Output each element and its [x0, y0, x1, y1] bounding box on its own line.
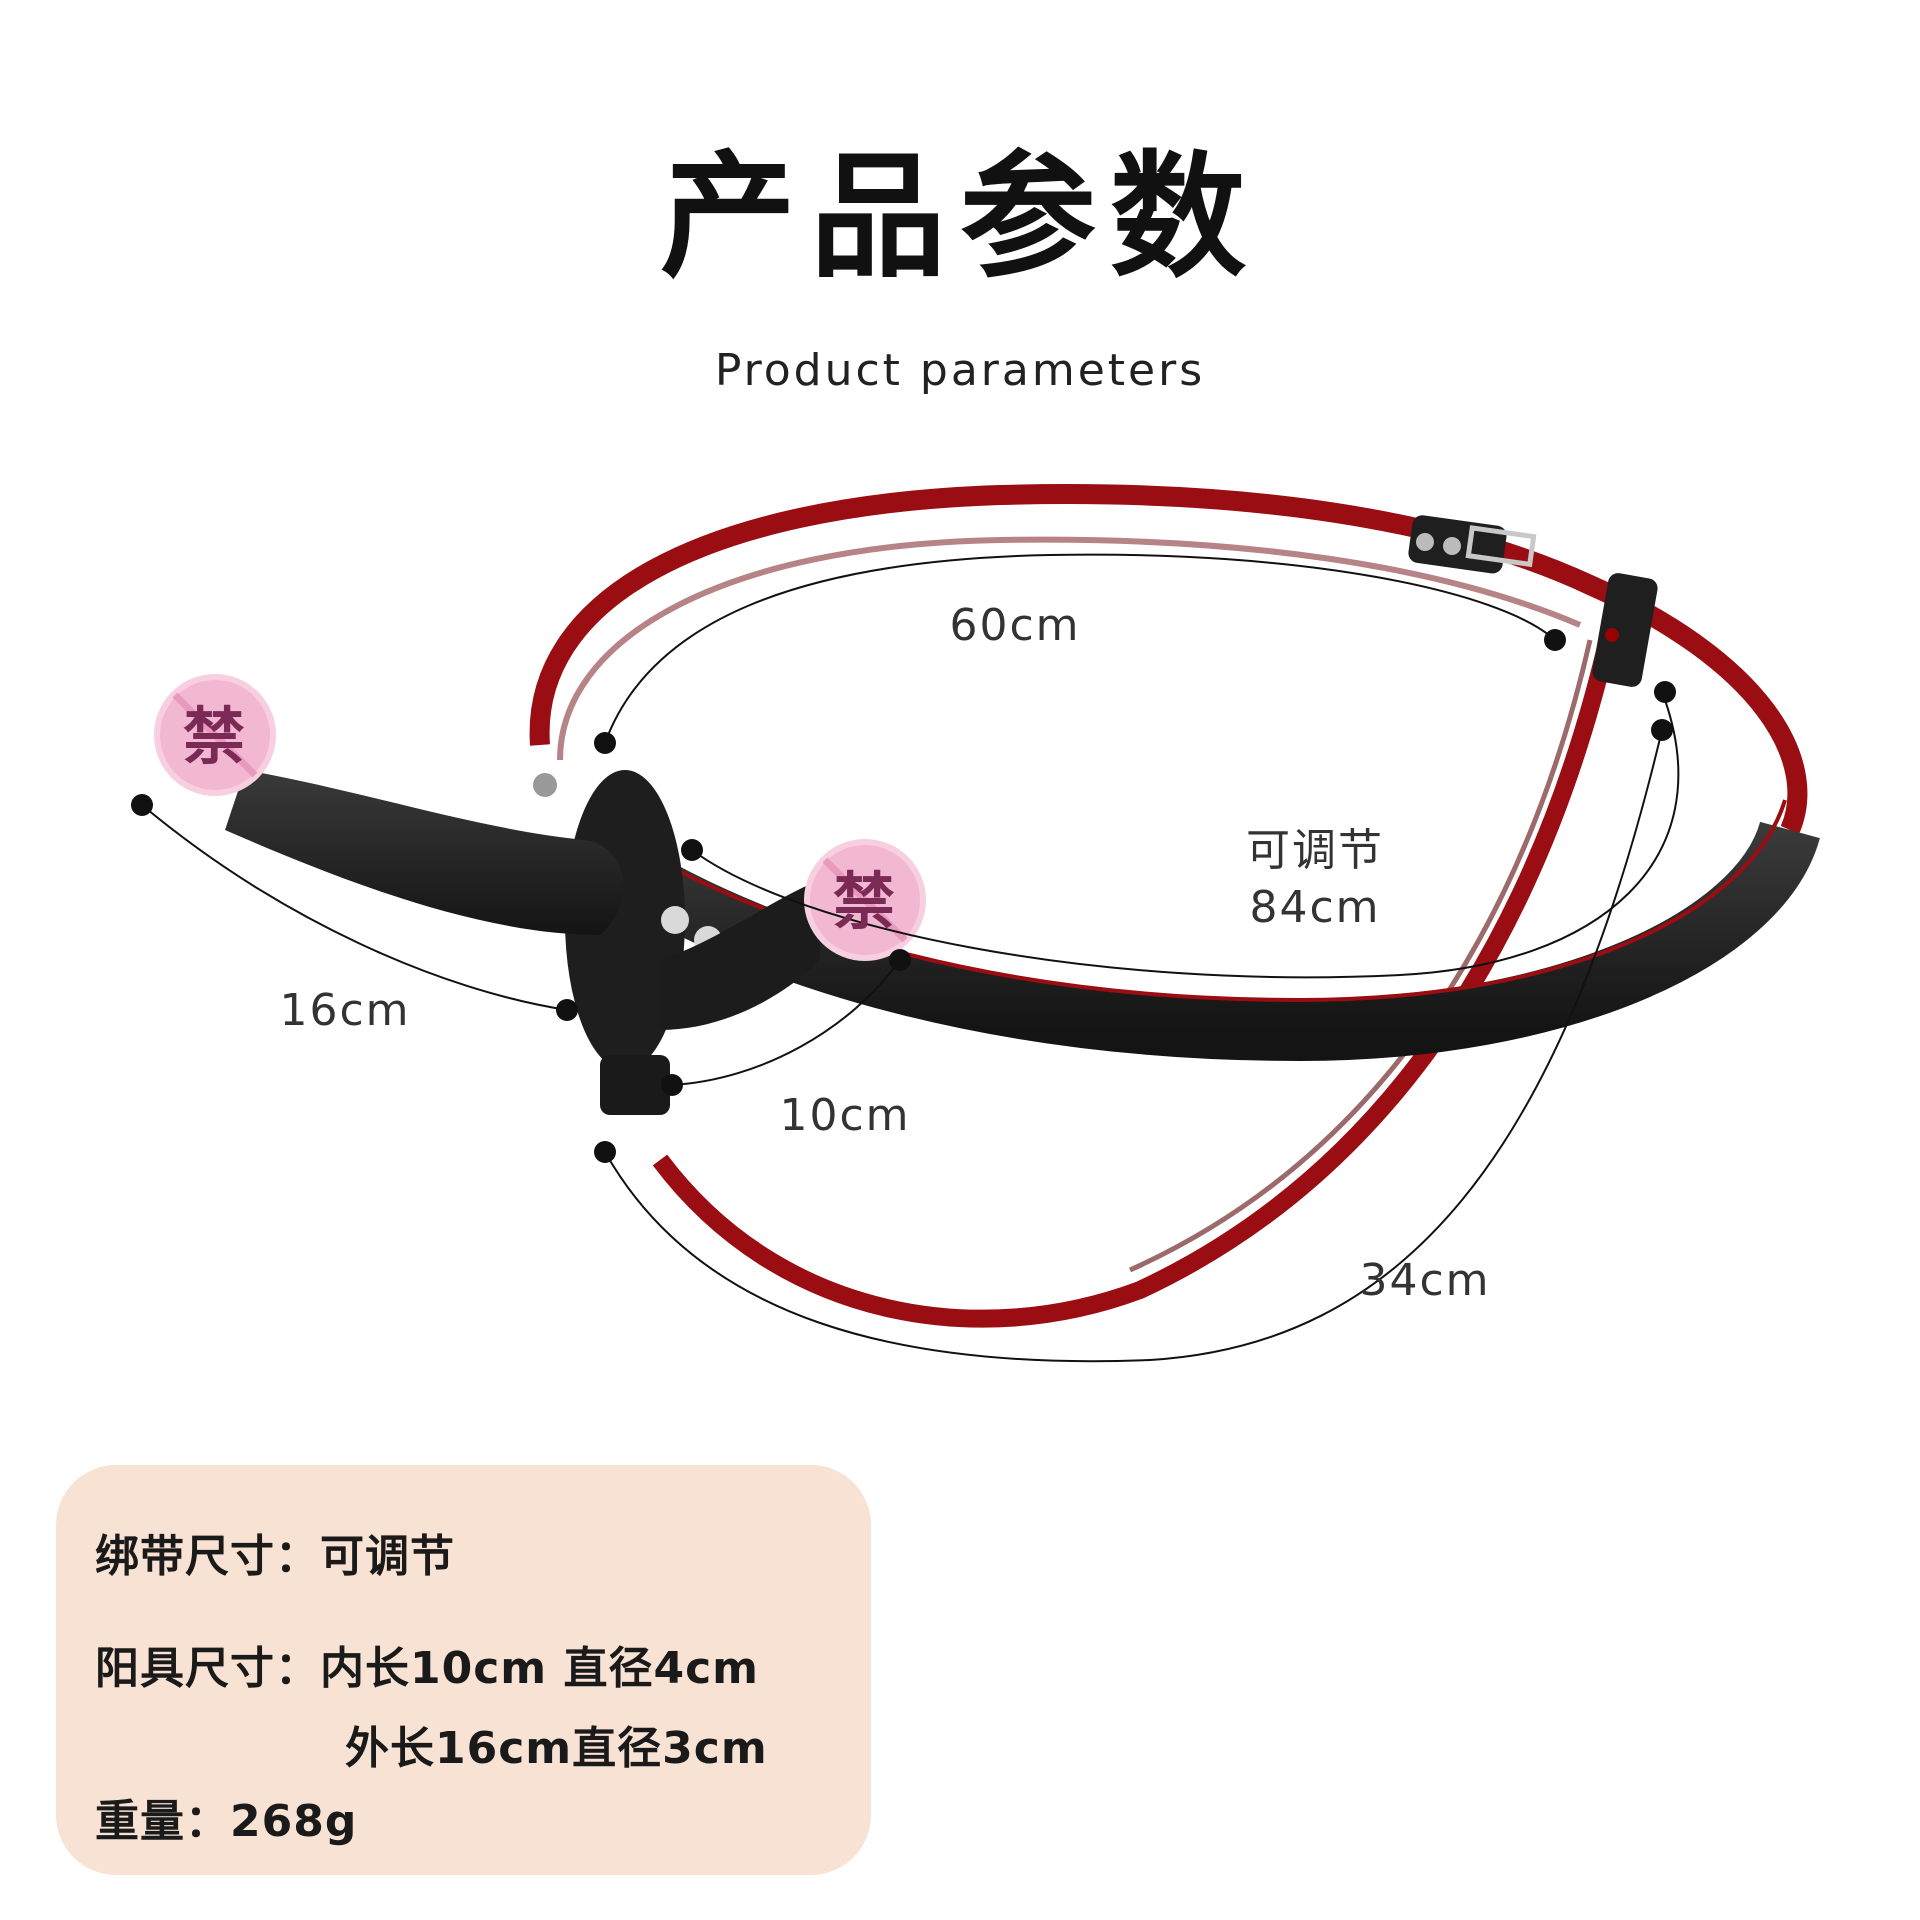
buckle-icon	[1465, 525, 1537, 568]
spec-weight-label: 重量：	[95, 1796, 230, 1847]
inner-shaft	[660, 880, 820, 1030]
spec-dildo-value-2: 外长16cm直径3cm	[345, 1723, 768, 1774]
censor-glyph-left: 禁	[182, 700, 247, 773]
waist-strap-back	[529, 484, 1808, 834]
spec-card	[56, 1465, 871, 1875]
measure-dots	[131, 629, 1676, 1163]
leg-strap	[652, 628, 1619, 1328]
spec-dildo-value-1: 内长10cm 直径4cm	[320, 1643, 760, 1694]
spec-strap: 绑带尺寸：可调节	[95, 1520, 455, 1584]
measure-lines	[141, 553, 1680, 1363]
spec-dildo: 阳具尺寸：内长10cm 直径4cm	[95, 1632, 759, 1696]
dim-adjustable-label: 可调节	[1246, 825, 1384, 876]
spec-weight-value: 268g	[230, 1796, 358, 1847]
page-title: 产品参数	[660, 139, 1260, 297]
product-illustration	[131, 484, 1820, 1363]
spec-strap-label: 绑带尺寸：	[95, 1531, 320, 1582]
dim-outer-length: 16cm	[279, 985, 411, 1036]
outer-shaft	[225, 770, 624, 935]
spec-strap-value: 可调节	[320, 1531, 455, 1582]
censor-glyph-right: 禁	[832, 865, 897, 938]
dim-inner-length: 10cm	[779, 1090, 911, 1141]
spec-weight: 重量：268g	[95, 1785, 357, 1849]
dim-waist-front: 60cm	[949, 600, 1081, 651]
censor-mark-left	[154, 674, 276, 796]
dim-leg-strap: 34cm	[1359, 1255, 1491, 1306]
dim-waist-total: 84cm	[1249, 882, 1381, 933]
censor-mark-right	[804, 839, 926, 961]
page-subtitle: Product parameters	[714, 345, 1206, 396]
spec-dildo-label: 阳具尺寸：	[95, 1643, 320, 1694]
